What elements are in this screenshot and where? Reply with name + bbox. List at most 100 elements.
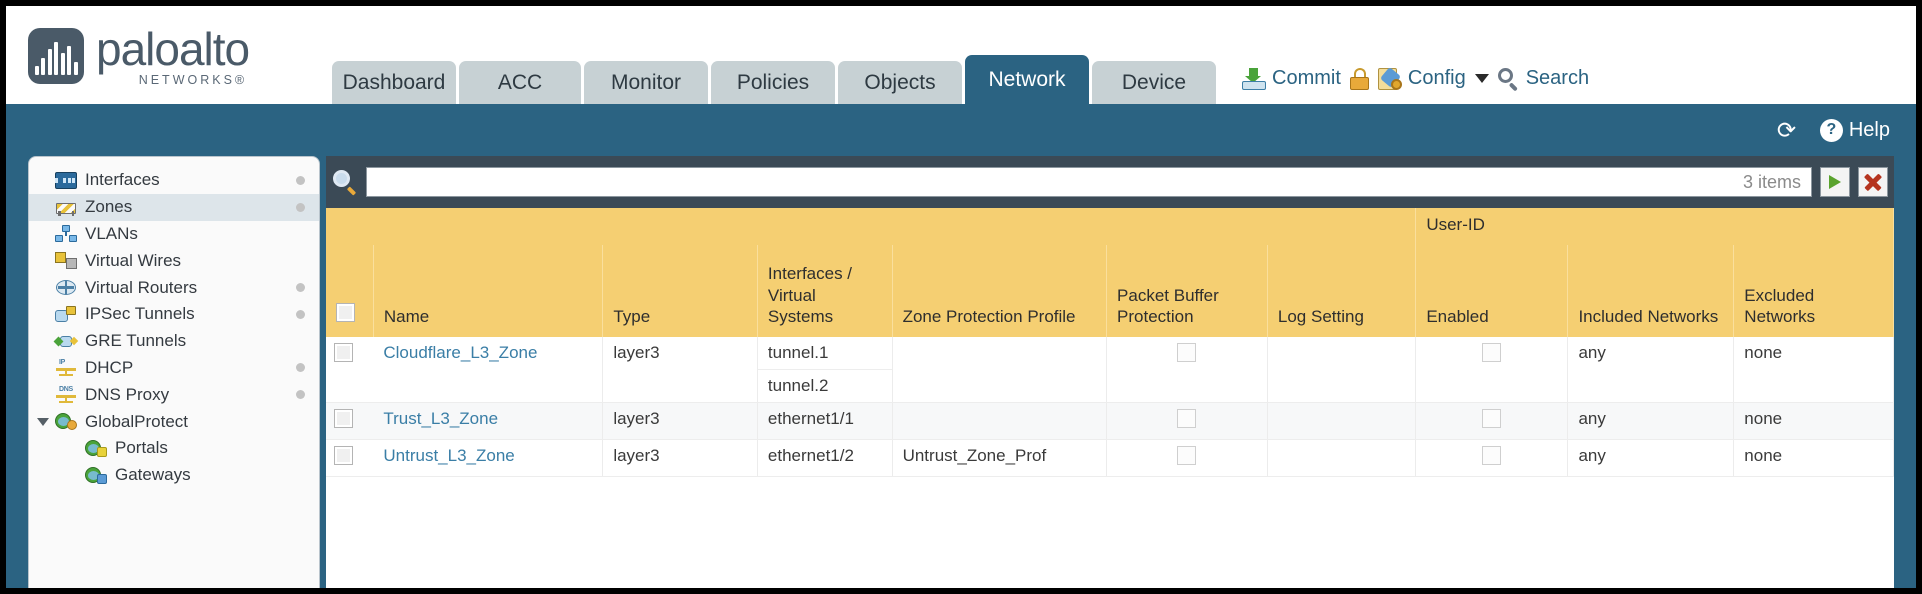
dns-proxy-icon: DNS (55, 386, 77, 404)
virtual-routers-icon (55, 279, 77, 296)
cell-log-setting (1267, 402, 1417, 441)
userid-enabled-checkbox[interactable] (1482, 446, 1502, 466)
status-dot (296, 283, 305, 293)
table-row[interactable]: Untrust_L3_Zone layer3 ethernet1/2 Untru… (326, 439, 1894, 478)
chevron-down-icon[interactable] (37, 417, 49, 426)
refresh-icon[interactable]: ⟳ (1776, 117, 1797, 143)
status-dot (296, 309, 305, 319)
column-header-interfaces[interactable]: Interfaces / Virtual Systems (757, 245, 893, 338)
sidebar-item-portals[interactable]: Portals (29, 435, 319, 462)
interfaces-icon (55, 171, 77, 189)
config-icon (1377, 66, 1402, 90)
packet-buffer-protection-checkbox[interactable] (1177, 409, 1197, 429)
commit-label: Commit (1272, 67, 1341, 89)
cell-excluded-networks: none (1733, 337, 1894, 404)
sidebar-item-gre-tunnels[interactable]: GRE Tunnels (29, 328, 319, 355)
sidebar-item-interfaces[interactable]: Interfaces (29, 167, 319, 194)
brand-logo: paloalto NETWORKS® (6, 26, 326, 105)
tab-acc[interactable]: ACC (459, 61, 581, 104)
search-button[interactable]: Search (1497, 67, 1590, 92)
cell-log-setting (1267, 439, 1417, 478)
sidebar-label: Interfaces (85, 170, 160, 190)
packet-buffer-protection-checkbox[interactable] (1177, 446, 1197, 466)
cell-name: Cloudflare_L3_Zone (373, 337, 604, 404)
sidebar-nav: Interfaces Zones VLANs Virtual Wires Vir… (28, 156, 320, 588)
tab-network[interactable]: Network (965, 55, 1089, 104)
column-header-enabled[interactable]: Enabled (1415, 245, 1569, 338)
tab-policies[interactable]: Policies (711, 61, 835, 104)
cell-userid-enabled (1415, 402, 1569, 441)
sidebar-item-globalprotect[interactable]: GlobalProtect (29, 408, 319, 435)
commit-button[interactable]: Commit (1242, 67, 1341, 90)
sidebar-item-virtual-routers[interactable]: Virtual Routers (29, 274, 319, 301)
sidebar-item-dhcp[interactable]: IP DHCP (29, 355, 319, 382)
commit-icon (1242, 67, 1266, 90)
top-action-bar: Commit Config Search (1242, 66, 1590, 104)
zones-table-container: User-ID Name Type Interfaces / Virtual S… (326, 208, 1894, 588)
search-label: Search (1525, 67, 1590, 89)
select-all-checkbox[interactable] (336, 303, 355, 322)
column-header-name[interactable]: Name (373, 245, 604, 338)
packet-buffer-protection-checkbox[interactable] (1177, 343, 1197, 363)
row-checkbox[interactable] (334, 409, 353, 429)
cell-excluded-networks: none (1733, 439, 1894, 478)
row-checkbox[interactable] (334, 343, 353, 363)
brand-tagline: NETWORKS (138, 72, 235, 87)
cell-packet-buffer-protection (1106, 439, 1268, 478)
tab-dashboard[interactable]: Dashboard (332, 61, 456, 104)
tab-monitor[interactable]: Monitor (584, 61, 708, 104)
status-dot (296, 175, 305, 185)
config-menu[interactable]: Config (1377, 66, 1489, 90)
clear-filter-button[interactable] (1858, 167, 1888, 197)
apply-filter-button[interactable] (1820, 167, 1850, 197)
sidebar-label: Gateways (115, 465, 191, 485)
sidebar-item-zones[interactable]: Zones (29, 193, 319, 221)
column-header-zone-protection-profile[interactable]: Zone Protection Profile (892, 245, 1108, 338)
cell-zone-protection-profile: Untrust_Zone_Prof (892, 439, 1108, 478)
cell-included-networks: any (1567, 402, 1735, 441)
portals-icon (85, 439, 107, 457)
row-select-cell (326, 337, 374, 404)
lock-icon[interactable] (1349, 67, 1369, 90)
filter-input[interactable]: 3 items (366, 167, 1812, 197)
sidebar-item-vlans[interactable]: VLANs (29, 221, 319, 248)
cell-included-networks: any (1567, 439, 1735, 478)
sidebar-item-gateways[interactable]: Gateways (29, 462, 319, 489)
column-header-log-setting[interactable]: Log Setting (1267, 245, 1417, 338)
filter-search-icon[interactable] (332, 169, 358, 196)
zone-link[interactable]: Trust_L3_Zone (383, 409, 499, 429)
tab-device[interactable]: Device (1092, 61, 1216, 104)
zones-icon (55, 199, 77, 216)
sidebar-label: GRE Tunnels (85, 331, 187, 351)
column-header-packet-buffer-protection[interactable]: Packet Buffer Protection (1106, 245, 1268, 338)
group-header-userid: User-ID (1415, 208, 1894, 246)
column-header-excluded-networks[interactable]: Excluded Networks (1733, 245, 1894, 338)
brand-registered: ® (234, 72, 248, 87)
group-header-spacer (326, 208, 1417, 246)
userid-enabled-checkbox[interactable] (1482, 409, 1502, 429)
table-row[interactable]: Cloudflare_L3_Zone layer3 tunnel.1 tunne… (326, 337, 1894, 404)
zone-link[interactable]: Cloudflare_L3_Zone (383, 343, 538, 363)
sidebar-label: IPSec Tunnels (85, 304, 195, 324)
cell-name: Trust_L3_Zone (373, 402, 604, 441)
row-checkbox[interactable] (334, 446, 353, 466)
column-header-type[interactable]: Type (602, 245, 758, 338)
cell-zone-protection-profile (892, 402, 1108, 441)
status-dot (296, 202, 305, 212)
column-header-included-networks[interactable]: Included Networks (1567, 245, 1735, 338)
filter-toolbar: 3 items (326, 156, 1894, 208)
zone-link[interactable]: Untrust_L3_Zone (383, 446, 515, 466)
gre-tunnels-icon (53, 333, 79, 350)
table-row[interactable]: Trust_L3_Zone layer3 ethernet1/1 (326, 402, 1894, 441)
interface-item: ethernet1/1 (767, 409, 854, 429)
gateways-icon (85, 466, 107, 484)
cell-userid-enabled (1415, 337, 1569, 404)
sidebar-item-dns-proxy[interactable]: DNS DNS Proxy (29, 381, 319, 408)
sidebar-item-ipsec-tunnels[interactable]: IPSec Tunnels (29, 301, 319, 328)
userid-enabled-checkbox[interactable] (1482, 343, 1502, 363)
tab-objects[interactable]: Objects (838, 61, 962, 104)
help-button[interactable]: ? Help (1819, 118, 1890, 142)
virtual-wires-icon (55, 252, 77, 270)
sidebar-item-virtual-wires[interactable]: Virtual Wires (29, 247, 319, 274)
interface-item: tunnel.2 (767, 376, 829, 396)
